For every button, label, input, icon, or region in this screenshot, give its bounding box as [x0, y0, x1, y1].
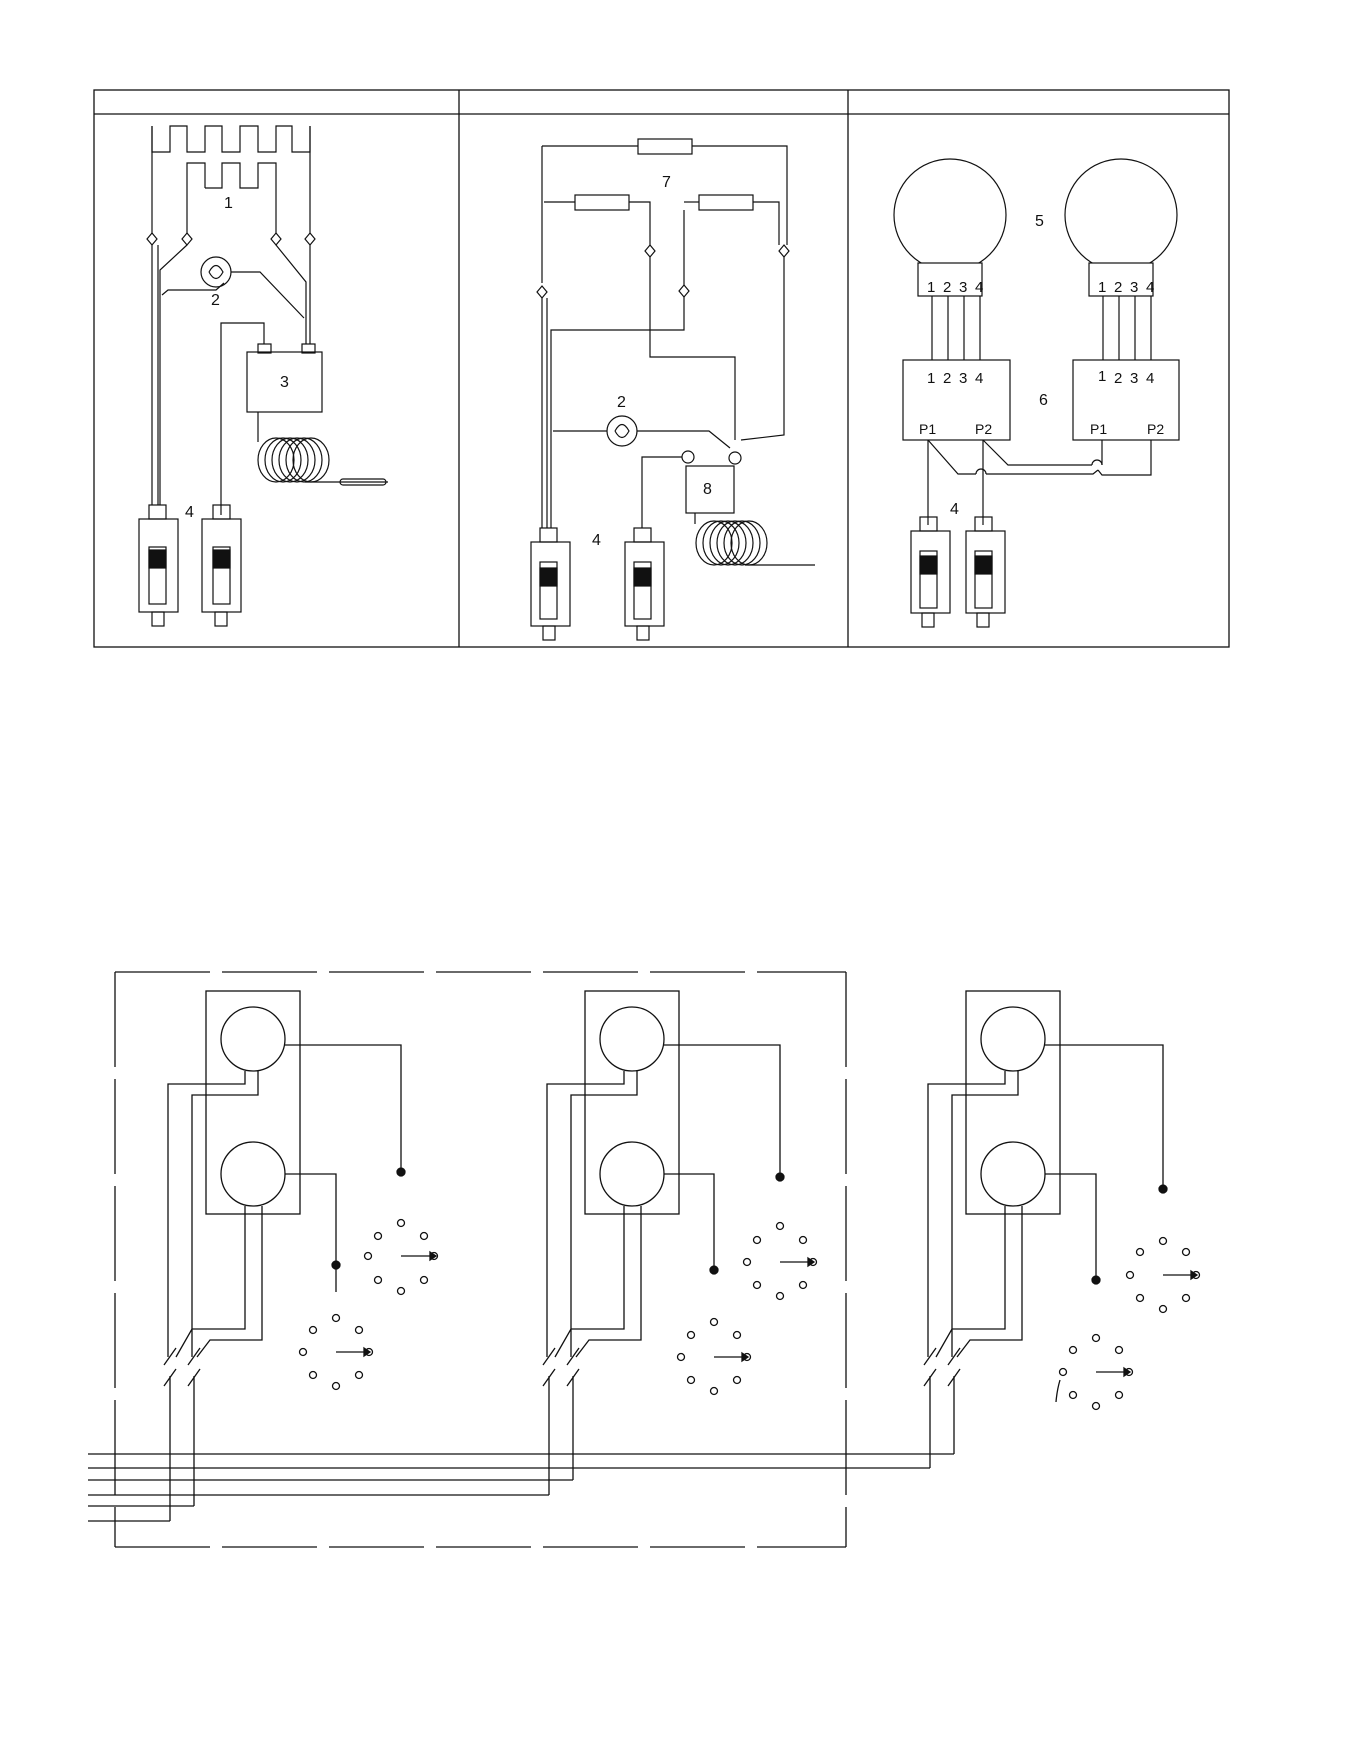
plug-switch-icon — [625, 528, 664, 640]
regulator1-terminal: 3 — [959, 370, 967, 387]
lamp-icon — [201, 257, 231, 287]
motor-icon — [981, 1142, 1045, 1206]
lamp-icon — [607, 416, 637, 446]
regulator2-terminal: 3 — [1130, 370, 1138, 387]
label-heater: 1 — [224, 195, 233, 212]
regulator1-terminal: 2 — [943, 370, 951, 387]
unit-2 — [543, 991, 780, 1495]
motor1-terminal: 3 — [959, 279, 967, 296]
connector-diamonds — [147, 233, 315, 245]
motor1-terminal: 1 — [927, 279, 935, 296]
motor-icon — [981, 1007, 1045, 1071]
motor1-terminal: 2 — [943, 279, 951, 296]
regulator2-terminal: 2 — [1114, 370, 1122, 387]
plug-switch-icon — [202, 505, 241, 626]
rotary-switch-icon — [365, 1168, 438, 1295]
plug-switch-icon — [966, 517, 1005, 627]
motor-icon — [221, 1142, 285, 1206]
plug-switch-icon — [911, 517, 950, 627]
motor-icon — [894, 159, 1006, 296]
motor2-terminal: 3 — [1130, 279, 1138, 296]
regulator2-terminal: 4 — [1146, 370, 1154, 387]
plug-switch-icon — [531, 528, 570, 640]
heater-element-inner — [187, 163, 276, 188]
unit-3 — [924, 991, 1163, 1468]
rotary-switch-icon — [1127, 1185, 1200, 1313]
motor2-terminal: 2 — [1114, 279, 1122, 296]
label-switches: 4 — [592, 532, 601, 549]
connector-diamonds — [537, 245, 789, 298]
resistor — [575, 195, 629, 210]
label-controller: 8 — [703, 481, 712, 498]
label-lamp: 2 — [211, 292, 220, 309]
regulator1-p2: P2 — [975, 421, 992, 437]
label-switches: 4 — [950, 501, 959, 518]
motor-icon — [1065, 159, 1177, 296]
motor1-terminal: 4 — [975, 279, 983, 296]
regulator1-p1: P1 — [919, 421, 936, 437]
motor-icon — [221, 1007, 285, 1071]
rotary-switch-icon — [1056, 1276, 1133, 1410]
bottom-schematic — [88, 972, 1200, 1547]
label-regulators: 6 — [1039, 392, 1048, 409]
coil-probe-icon — [695, 513, 815, 565]
motor-icon — [600, 1142, 664, 1206]
plug-switch-icon — [139, 505, 178, 626]
panel-b — [531, 139, 815, 640]
regulator2-p1: P1 — [1090, 421, 1107, 437]
motor2-terminal: 4 — [1146, 279, 1154, 296]
rotary-switch-icon — [678, 1266, 751, 1395]
panel-b-labels: 7 2 8 4 — [592, 174, 712, 549]
label-switches: 4 — [185, 504, 194, 521]
bus-lines — [88, 1454, 954, 1521]
motor2-terminal: 1 — [1098, 279, 1106, 296]
dashed-enclosure — [115, 972, 846, 1547]
label-resistors: 7 — [662, 174, 671, 191]
panel-a — [139, 126, 388, 626]
label-thermostat: 3 — [280, 374, 289, 391]
heater-element-outer — [152, 126, 310, 152]
regulator1-terminal: 4 — [975, 370, 983, 387]
motor-icon — [600, 1007, 664, 1071]
regulator2-p2: P2 — [1147, 421, 1164, 437]
label-lamp: 2 — [617, 394, 626, 411]
label-motors: 5 — [1035, 213, 1044, 230]
rotary-switch-icon — [744, 1173, 817, 1300]
resistor — [638, 139, 692, 154]
panel-a-labels: 1 2 3 4 — [185, 195, 289, 521]
resistor — [699, 195, 753, 210]
coil-probe-icon — [258, 412, 388, 485]
regulator1-terminal: 1 — [927, 370, 935, 387]
regulator2-terminal: 1 — [1098, 368, 1106, 385]
